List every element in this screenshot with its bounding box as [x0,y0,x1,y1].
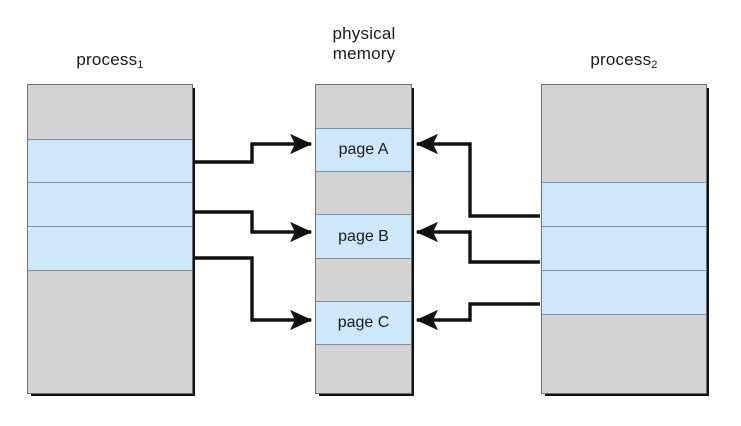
memory-band [542,313,706,393]
memory-band [28,182,192,227]
process1-page-a-mapping [194,133,313,164]
process2-title: process2 [541,50,707,72]
memory-band-label: page B [338,227,389,245]
memory-band [316,257,411,301]
physical-memory-frames: page A page B page C [315,84,412,394]
memory-band [28,226,192,270]
memory-band-page-c: page C [316,300,411,344]
process1-title: process1 [27,50,193,72]
process2-page-c-mapping [415,302,540,331]
memory-band [316,343,411,393]
process1-title-subscript: 1 [137,59,144,71]
memory-band [542,269,706,314]
process1-title-text: process [76,50,138,69]
memory-band-label: page A [338,141,389,159]
process1-page-b-mapping [194,210,313,243]
process2-address-space [541,84,707,394]
memory-band [316,85,411,129]
memory-band [28,269,192,393]
process1-address-space [27,84,193,394]
memory-band [542,85,706,183]
process1-page-c-mapping [194,256,313,331]
memory-band [28,85,192,139]
process2-title-text: process [590,50,652,69]
process2-title-subscript: 2 [651,59,658,71]
memory-band [542,182,706,227]
memory-band [28,138,192,183]
memory-band-page-a: page A [316,128,411,172]
process2-page-a-mapping [415,133,540,218]
physical-memory-title-line2: memory [332,44,396,63]
memory-band-label: page C [337,313,390,331]
memory-band [316,171,411,215]
memory-band [542,226,706,270]
physical-memory-title-line1: physical [332,24,396,43]
memory-band-page-b: page B [316,214,411,258]
process2-page-b-mapping [415,221,540,264]
